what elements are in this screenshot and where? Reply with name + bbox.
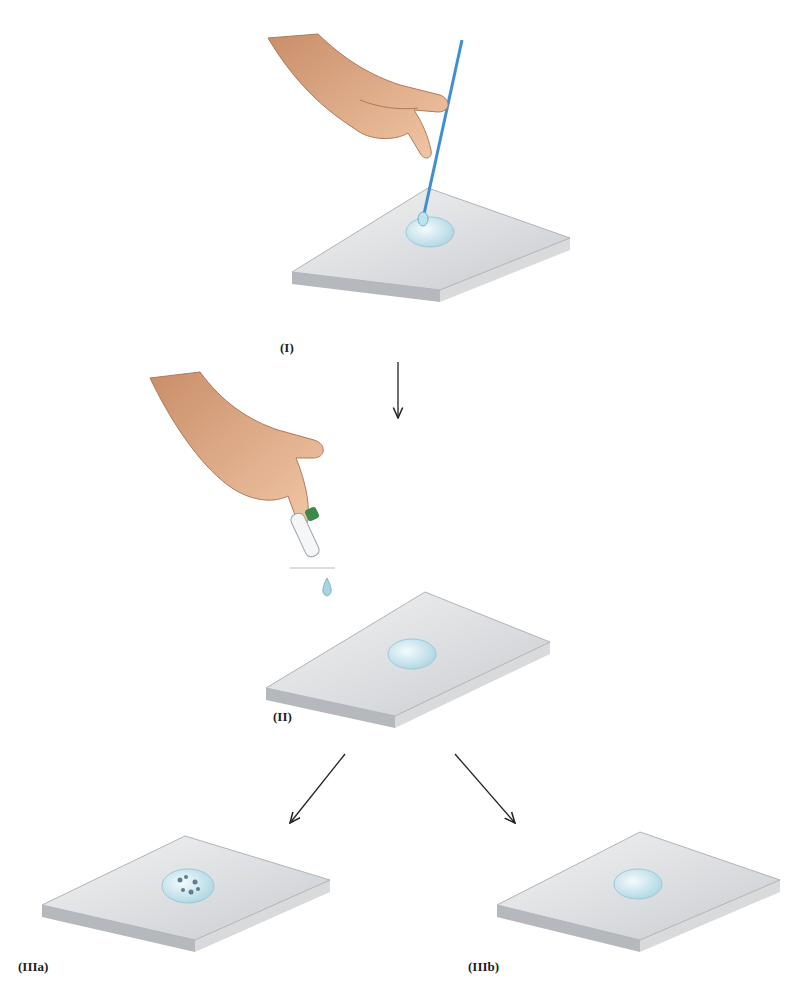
flow-arrow: [290, 754, 345, 823]
glass-slide: [42, 836, 330, 952]
glass-slide: [292, 188, 570, 302]
step-slide: (IIIa): [12, 825, 352, 985]
step-slide: (I): [240, 20, 620, 358]
step-label: (II): [273, 709, 292, 725]
glass-slide: [266, 592, 550, 728]
step-slide: (IIIb): [460, 825, 785, 985]
step-label: (IIIb): [468, 959, 499, 975]
flow-arrow: [397, 362, 398, 418]
step-slide: (II): [145, 420, 565, 750]
glass-slide: [497, 832, 780, 952]
hand-with-dropper: [150, 372, 335, 596]
step-label: (IIIa): [18, 959, 48, 975]
step-label: (I): [280, 340, 294, 356]
flow-arrow: [455, 754, 515, 823]
hand-with-swab: [268, 34, 462, 226]
